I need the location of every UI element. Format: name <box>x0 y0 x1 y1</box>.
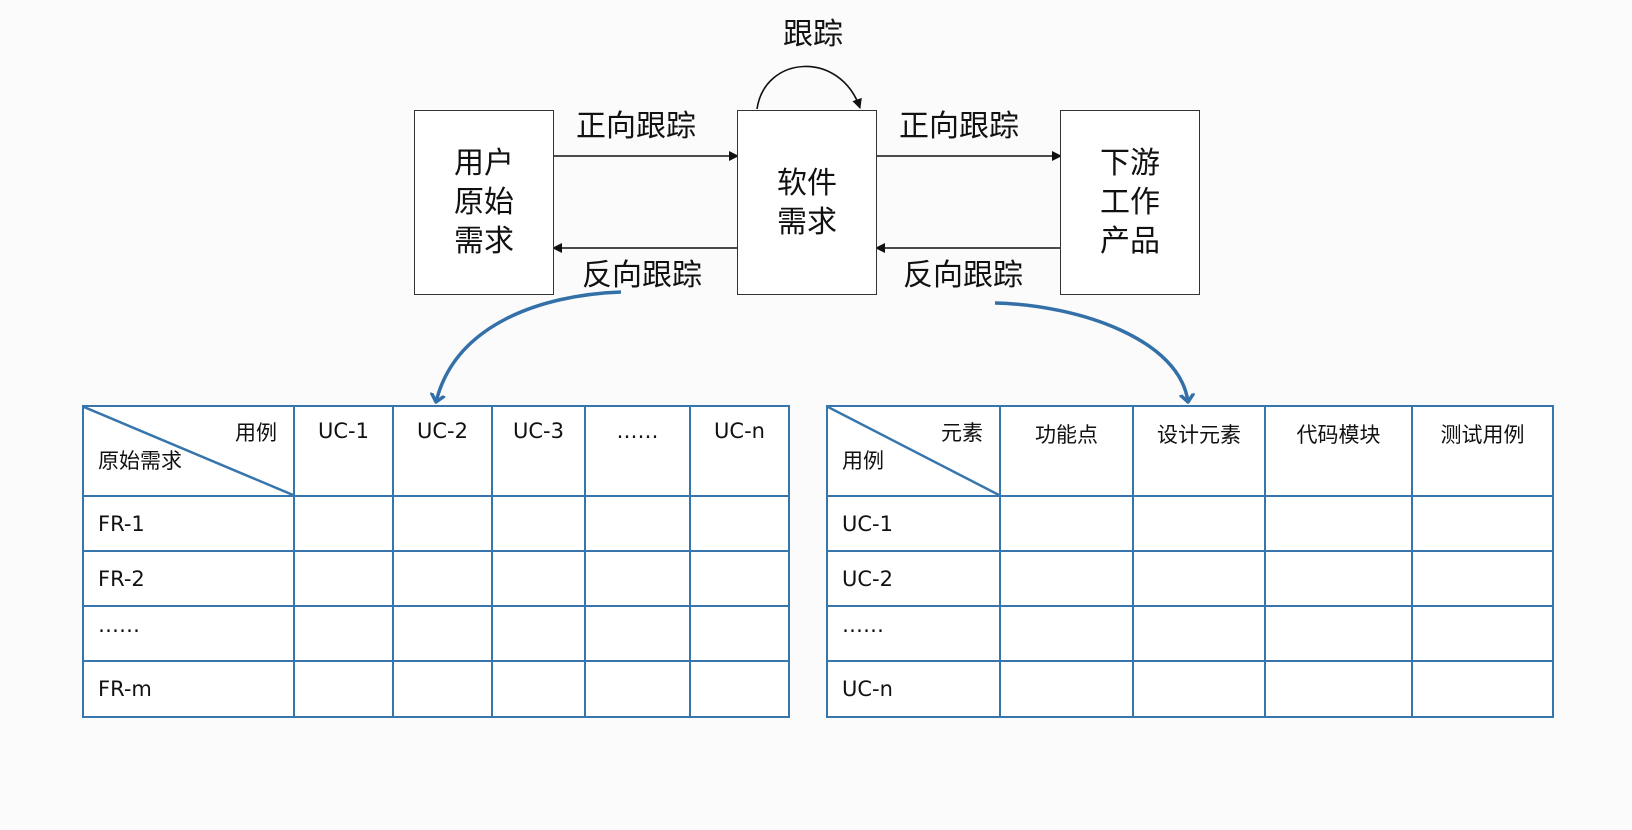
column-header: 设计元素 <box>1132 405 1266 497</box>
table-cell <box>491 550 586 607</box>
table-row: UC-n <box>826 660 1554 718</box>
table-row: UC-1 <box>826 495 1554 552</box>
table-cell <box>689 550 790 607</box>
table-cell <box>689 605 790 662</box>
table-cell <box>999 550 1134 607</box>
table-cell <box>999 605 1134 662</box>
row-header: FR-1 <box>82 495 295 552</box>
table-cell <box>293 605 394 662</box>
column-header: UC-2 <box>392 405 493 497</box>
table-cell <box>689 495 790 552</box>
header-row: 用例 原始需求 UC-1 UC-2 UC-3 …… UC-n <box>82 405 790 497</box>
table-cell <box>584 660 691 718</box>
corner-column-title: 元素 <box>941 421 983 445</box>
table-cell <box>689 660 790 718</box>
table-cell <box>392 660 493 718</box>
header-row: 元素 用例 功能点 设计元素 代码模块 测试用例 <box>826 405 1554 497</box>
curve-arrow-to-right-table <box>994 301 1188 402</box>
table-cell <box>1411 605 1554 662</box>
table-cell <box>293 550 394 607</box>
row-header: FR-2 <box>82 550 295 607</box>
table-cell <box>584 495 691 552</box>
requirements-usecase-matrix: 用例 原始需求 UC-1 UC-2 UC-3 …… UC-n FR-1 FR-2… <box>82 405 790 718</box>
table-cell <box>1132 605 1266 662</box>
column-header: 功能点 <box>999 405 1134 497</box>
table-cell <box>491 605 586 662</box>
table-cell <box>1264 550 1413 607</box>
forward-trace-label-left: 正向跟踪 <box>576 109 696 144</box>
usecase-elements-matrix: 元素 用例 功能点 设计元素 代码模块 测试用例 UC-1 UC-2 …… UC… <box>826 405 1554 718</box>
row-header: UC-2 <box>826 550 1001 607</box>
corner-diagonal <box>84 407 293 495</box>
corner-diagonal <box>828 407 999 495</box>
column-header: UC-3 <box>491 405 586 497</box>
table-cell <box>584 605 691 662</box>
forward-trace-label-right: 正向跟踪 <box>899 109 1019 144</box>
table-row: FR-2 <box>82 550 790 607</box>
user-requirements-label: 用户 原始 需求 <box>454 146 514 259</box>
corner-cell: 用例 原始需求 <box>82 405 295 497</box>
table-cell <box>491 660 586 718</box>
table-cell <box>1132 495 1266 552</box>
table-cell <box>392 550 493 607</box>
backward-trace-label-right: 反向跟踪 <box>903 258 1023 293</box>
table-cell <box>1264 605 1413 662</box>
table-row: FR-1 <box>82 495 790 552</box>
row-header: UC-1 <box>826 495 1001 552</box>
table-cell <box>999 495 1134 552</box>
table-cell <box>1132 550 1266 607</box>
column-header: 测试用例 <box>1411 405 1554 497</box>
table-cell <box>1411 495 1554 552</box>
table-cell <box>1411 660 1554 718</box>
column-header: UC-n <box>689 405 790 497</box>
row-header: …… <box>82 605 295 662</box>
downstream-products-box: 下游 工作 产品 <box>1060 110 1200 295</box>
downstream-products-label: 下游 工作 产品 <box>1100 146 1160 259</box>
curve-arrow-to-left-table <box>436 290 622 402</box>
row-header: UC-n <box>826 660 1001 718</box>
column-header: …… <box>584 405 691 497</box>
table-cell <box>293 495 394 552</box>
software-requirements-label: 软件 需求 <box>777 165 837 240</box>
table-cell <box>392 605 493 662</box>
table-cell <box>293 660 394 718</box>
backward-trace-label-left: 反向跟踪 <box>582 258 702 293</box>
corner-cell: 元素 用例 <box>826 405 1001 497</box>
table-cell <box>1264 495 1413 552</box>
table-cell <box>999 660 1134 718</box>
corner-column-title: 用例 <box>235 421 277 445</box>
table-cell <box>491 495 586 552</box>
corner-row-title: 用例 <box>842 449 884 473</box>
table-row: FR-m <box>82 660 790 718</box>
table-row: …… <box>826 605 1554 662</box>
table-row: UC-2 <box>826 550 1554 607</box>
table-row: …… <box>82 605 790 662</box>
software-requirements-box: 软件 需求 <box>737 110 877 295</box>
row-header: …… <box>826 605 1001 662</box>
table-cell <box>1411 550 1554 607</box>
row-header: FR-m <box>82 660 295 718</box>
self-trace-label: 跟踪 <box>783 17 843 52</box>
corner-row-title: 原始需求 <box>98 449 182 473</box>
user-requirements-box: 用户 原始 需求 <box>414 110 554 295</box>
table-cell <box>392 495 493 552</box>
table-cell <box>584 550 691 607</box>
column-header: UC-1 <box>293 405 394 497</box>
table-cell <box>1264 660 1413 718</box>
table-cell <box>1132 660 1266 718</box>
self-trace-loop-arrow <box>756 65 862 110</box>
column-header: 代码模块 <box>1264 405 1413 497</box>
